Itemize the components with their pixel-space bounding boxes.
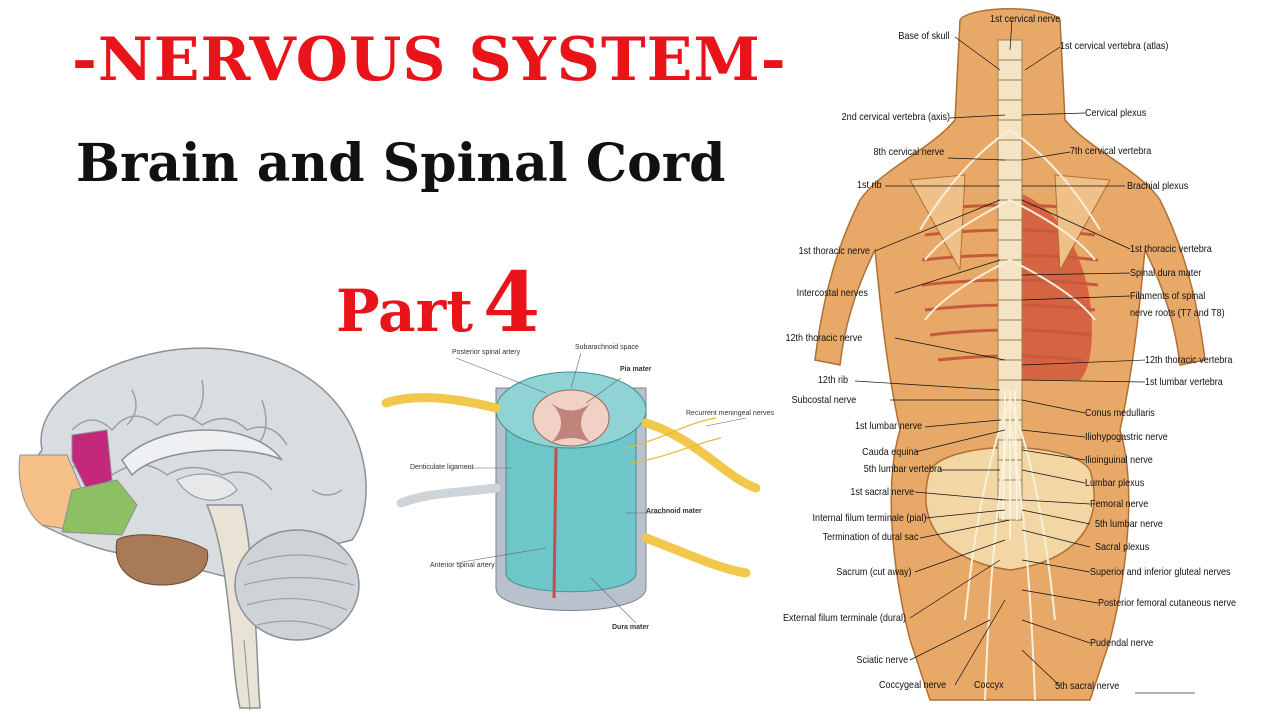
spinal-nerves <box>919 129 1101 701</box>
label-recurrent-meningeal-nerves: Recurrent meningeal nerves <box>686 410 774 417</box>
label-1st-lumbar-nerve: 1st lumbar nerve <box>854 420 922 432</box>
nerve-root-left-bottom <box>396 483 501 508</box>
label-filaments-of-spinal: Filaments of spinal <box>1130 290 1206 302</box>
label-superior-inferior-gluteal-nerves: Superior and inferior gluteal nerves <box>1090 566 1231 578</box>
label-posterior-femoral-cutaneous-nerve: Posterior femoral cutaneous nerve <box>1098 597 1237 609</box>
label-spinal-dura-mater: Spinal dura mater <box>1130 267 1202 279</box>
label-1st-thoracic-nerve: 1st thoracic nerve <box>798 245 870 257</box>
label-lumbar-plexus: Lumbar plexus <box>1085 477 1145 489</box>
thalamus <box>176 473 238 501</box>
label-8th-cervical-nerve: 8th cervical nerve <box>873 146 944 158</box>
nerve-root-right-bottom <box>641 533 751 578</box>
label-12th-thoracic-nerve: 12th thoracic nerve <box>785 332 862 344</box>
label-coccygeal-nerve: Coccygeal nerve <box>878 679 946 691</box>
pointer-lines <box>455 352 747 624</box>
label-12th-thoracic-vertebra: 12th thoracic vertebra <box>1145 354 1233 366</box>
label-posterior-spinal-artery: Posterior spinal artery <box>452 349 521 356</box>
label-conus-medullaris: Conus medullaris <box>1085 407 1155 419</box>
label-sacral-plexus: Sacral plexus <box>1095 541 1150 553</box>
label-7th-cervical-vertebra: 7th cervical vertebra <box>1070 145 1152 157</box>
label-brachial-plexus: Brachial plexus <box>1127 180 1189 192</box>
label-ilioinguinal-nerve: Ilioinguinal nerve <box>1085 454 1153 466</box>
label-5th-sacral-nerve: 5th sacral nerve <box>1055 680 1120 692</box>
temporal-region <box>115 534 209 586</box>
corpus-callosum <box>121 429 283 477</box>
label-external-filum-terminale: External filum terminale (dural) <box>783 612 906 624</box>
meningeal-nerves <box>625 417 722 464</box>
spinal-nerves-body-illustration <box>814 8 1206 701</box>
subtitle-brain-spinal-cord: Brain and Spinal Cord <box>76 133 726 194</box>
title-nervous-system: -NERVOUS SYSTEM- <box>72 25 787 95</box>
label-1st-cervical-vertebra: 1st cervical vertebra (atlas) <box>1060 40 1169 52</box>
label-2nd-cervical-vertebra: 2nd cervical vertebra (axis) <box>841 111 950 123</box>
label-femoral-nerve: Femoral nerve <box>1090 498 1149 510</box>
label-nerve-roots-t7-t8: nerve roots (T7 and T8) <box>1130 307 1225 319</box>
label-5th-lumbar-nerve: 5th lumbar nerve <box>1095 518 1163 530</box>
nerve-root-left-top <box>381 393 501 413</box>
part-number: 4 <box>483 255 541 351</box>
spinal-cord-descending <box>243 639 251 710</box>
label-sacrum-cut-away: Sacrum (cut away) <box>836 566 912 578</box>
label-internal-filum-terminale: Internal filum terminale (pial) <box>812 512 926 524</box>
scapula-right <box>1054 174 1111 272</box>
label-base-of-skull: Base of skull <box>898 30 950 42</box>
label-1st-thoracic-vertebra: 1st thoracic vertebra <box>1130 243 1212 255</box>
brain-sagittal-illustration <box>18 347 367 710</box>
grey-matter-butterfly <box>551 403 591 443</box>
cerebellum-folia <box>243 554 355 631</box>
label-pudendal-nerve: Pudendal nerve <box>1090 637 1154 649</box>
label-anterior-spinal-artery: Anterior spinal artery <box>430 562 495 569</box>
label-5th-lumbar-vertebra: 5th lumbar vertebra <box>863 463 942 475</box>
cauda-equina <box>1002 389 1018 540</box>
label-iliohypogastric-nerve: Iliohypogastric nerve <box>1085 431 1168 443</box>
label-denticulate-ligament: Denticulate ligament <box>410 464 474 471</box>
label-intercostal-nerves: Intercostal nerves <box>796 287 868 299</box>
label-1st-sacral-nerve: 1st sacral nerve <box>850 486 914 498</box>
label-12th-rib: 12th rib <box>817 374 848 386</box>
label-pia-mater: Pia mater <box>620 366 652 373</box>
anterior-artery <box>552 447 558 599</box>
label-1st-cervical-nerve: 1st cervical nerve <box>990 13 1061 25</box>
label-cervical-plexus: Cervical plexus <box>1085 107 1147 119</box>
label-dura-mater: Dura mater <box>612 624 649 631</box>
nerve-root-right-top <box>641 418 761 493</box>
label-arachnoid-mater: Arachnoid mater <box>646 508 702 515</box>
spinal-cord-cross-section-illustration <box>381 352 761 624</box>
brain-gyri <box>66 379 343 496</box>
label-coccyx: Coccyx <box>974 679 1004 691</box>
orbital-region <box>61 479 138 536</box>
label-subarachnoid-space: Subarachnoid space <box>575 344 639 351</box>
label-1st-rib: 1st rib <box>857 179 882 191</box>
scapula-left <box>909 174 966 272</box>
cerebellum <box>234 529 360 641</box>
label-subcostal-nerve: Subcostal nerve <box>791 394 856 406</box>
label-1st-lumbar-vertebra: 1st lumbar vertebra <box>1145 376 1223 388</box>
label-sciatic-nerve: Sciatic nerve <box>856 654 908 666</box>
part-word: Part <box>336 277 473 345</box>
label-leader-lines <box>854 19 1146 687</box>
label-cauda-equina: Cauda equina <box>861 446 918 458</box>
label-termination-of-dural-sac: Termination of dural sac <box>822 531 918 543</box>
